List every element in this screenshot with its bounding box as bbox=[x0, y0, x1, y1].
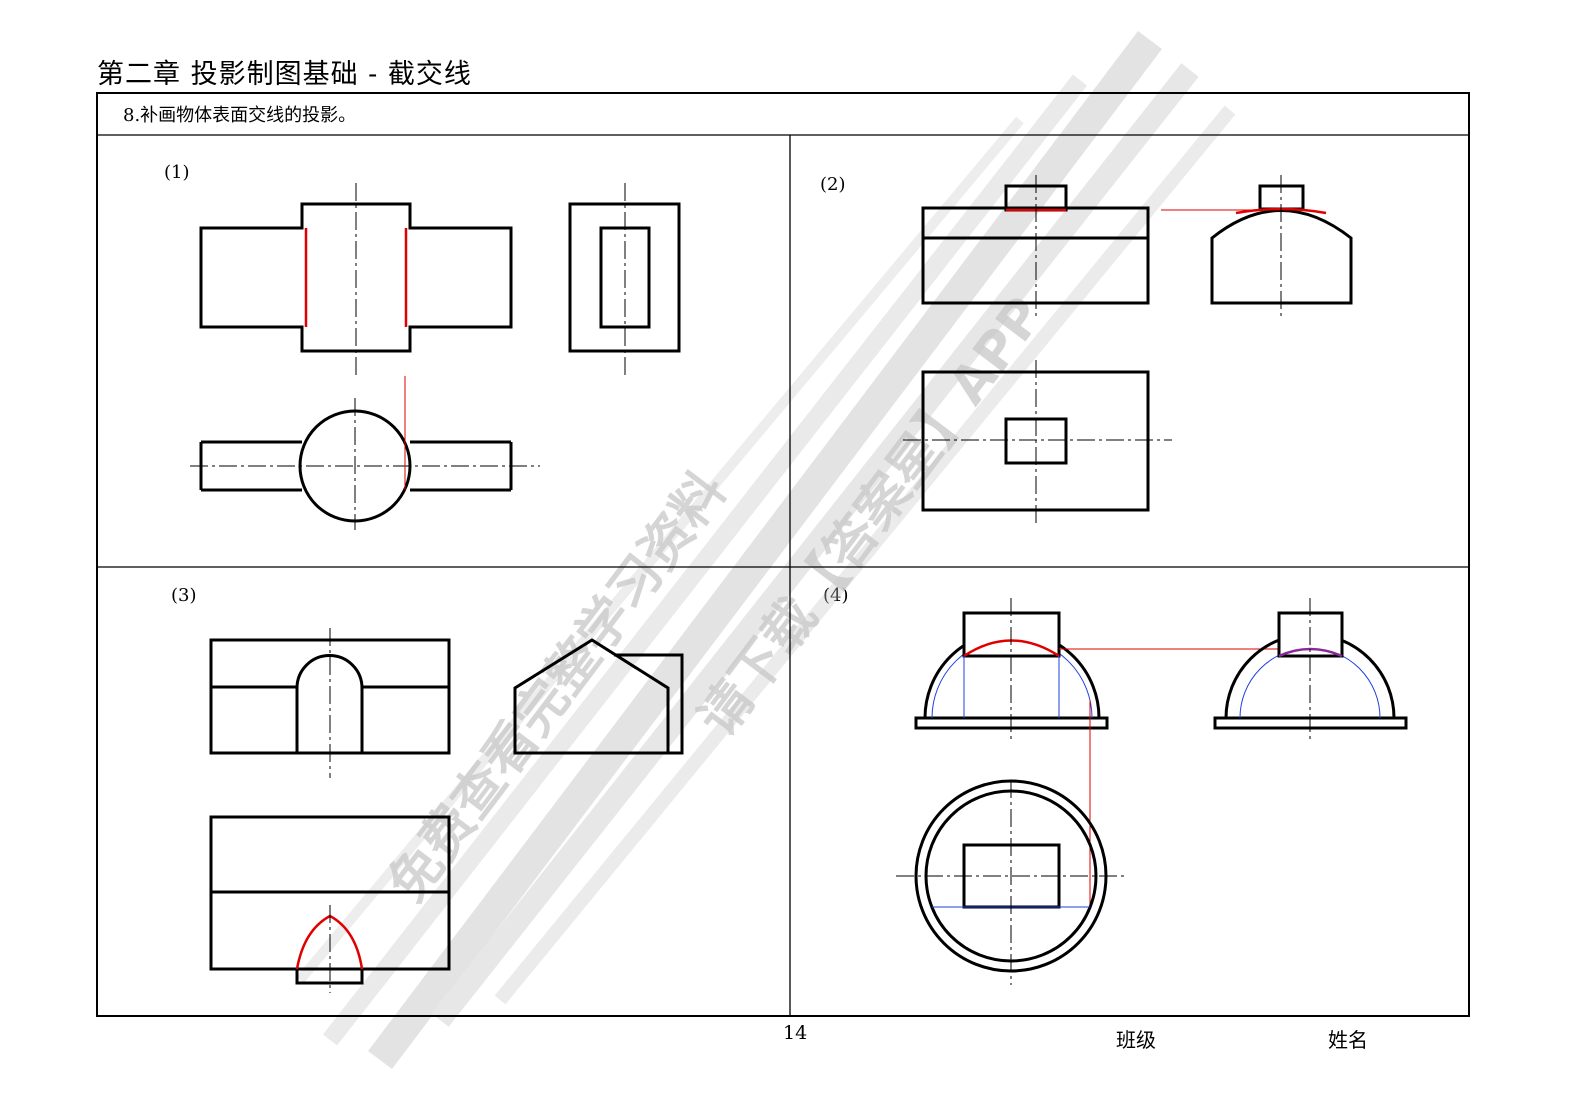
page-frame bbox=[96, 92, 1470, 1017]
panel-2-label: (2) bbox=[820, 174, 846, 195]
page-title: 第二章 投影制图基础 - 截交线 bbox=[97, 59, 472, 90]
name-label: 姓名 bbox=[1328, 1028, 1368, 1052]
panel-3-drawing bbox=[209, 628, 684, 993]
panel-4-drawing bbox=[896, 598, 1408, 985]
panel-1-drawing bbox=[190, 183, 681, 530]
panel-1-label: (1) bbox=[164, 162, 190, 183]
class-label: 班级 bbox=[1116, 1028, 1156, 1052]
panel-4-label: (4) bbox=[823, 585, 849, 606]
task-instruction: 8.补画物体表面交线的投影。 bbox=[123, 105, 357, 126]
panel-3-label: (3) bbox=[171, 585, 197, 606]
page-number: 14 bbox=[783, 1022, 808, 1044]
panel-2-drawing bbox=[903, 175, 1353, 525]
